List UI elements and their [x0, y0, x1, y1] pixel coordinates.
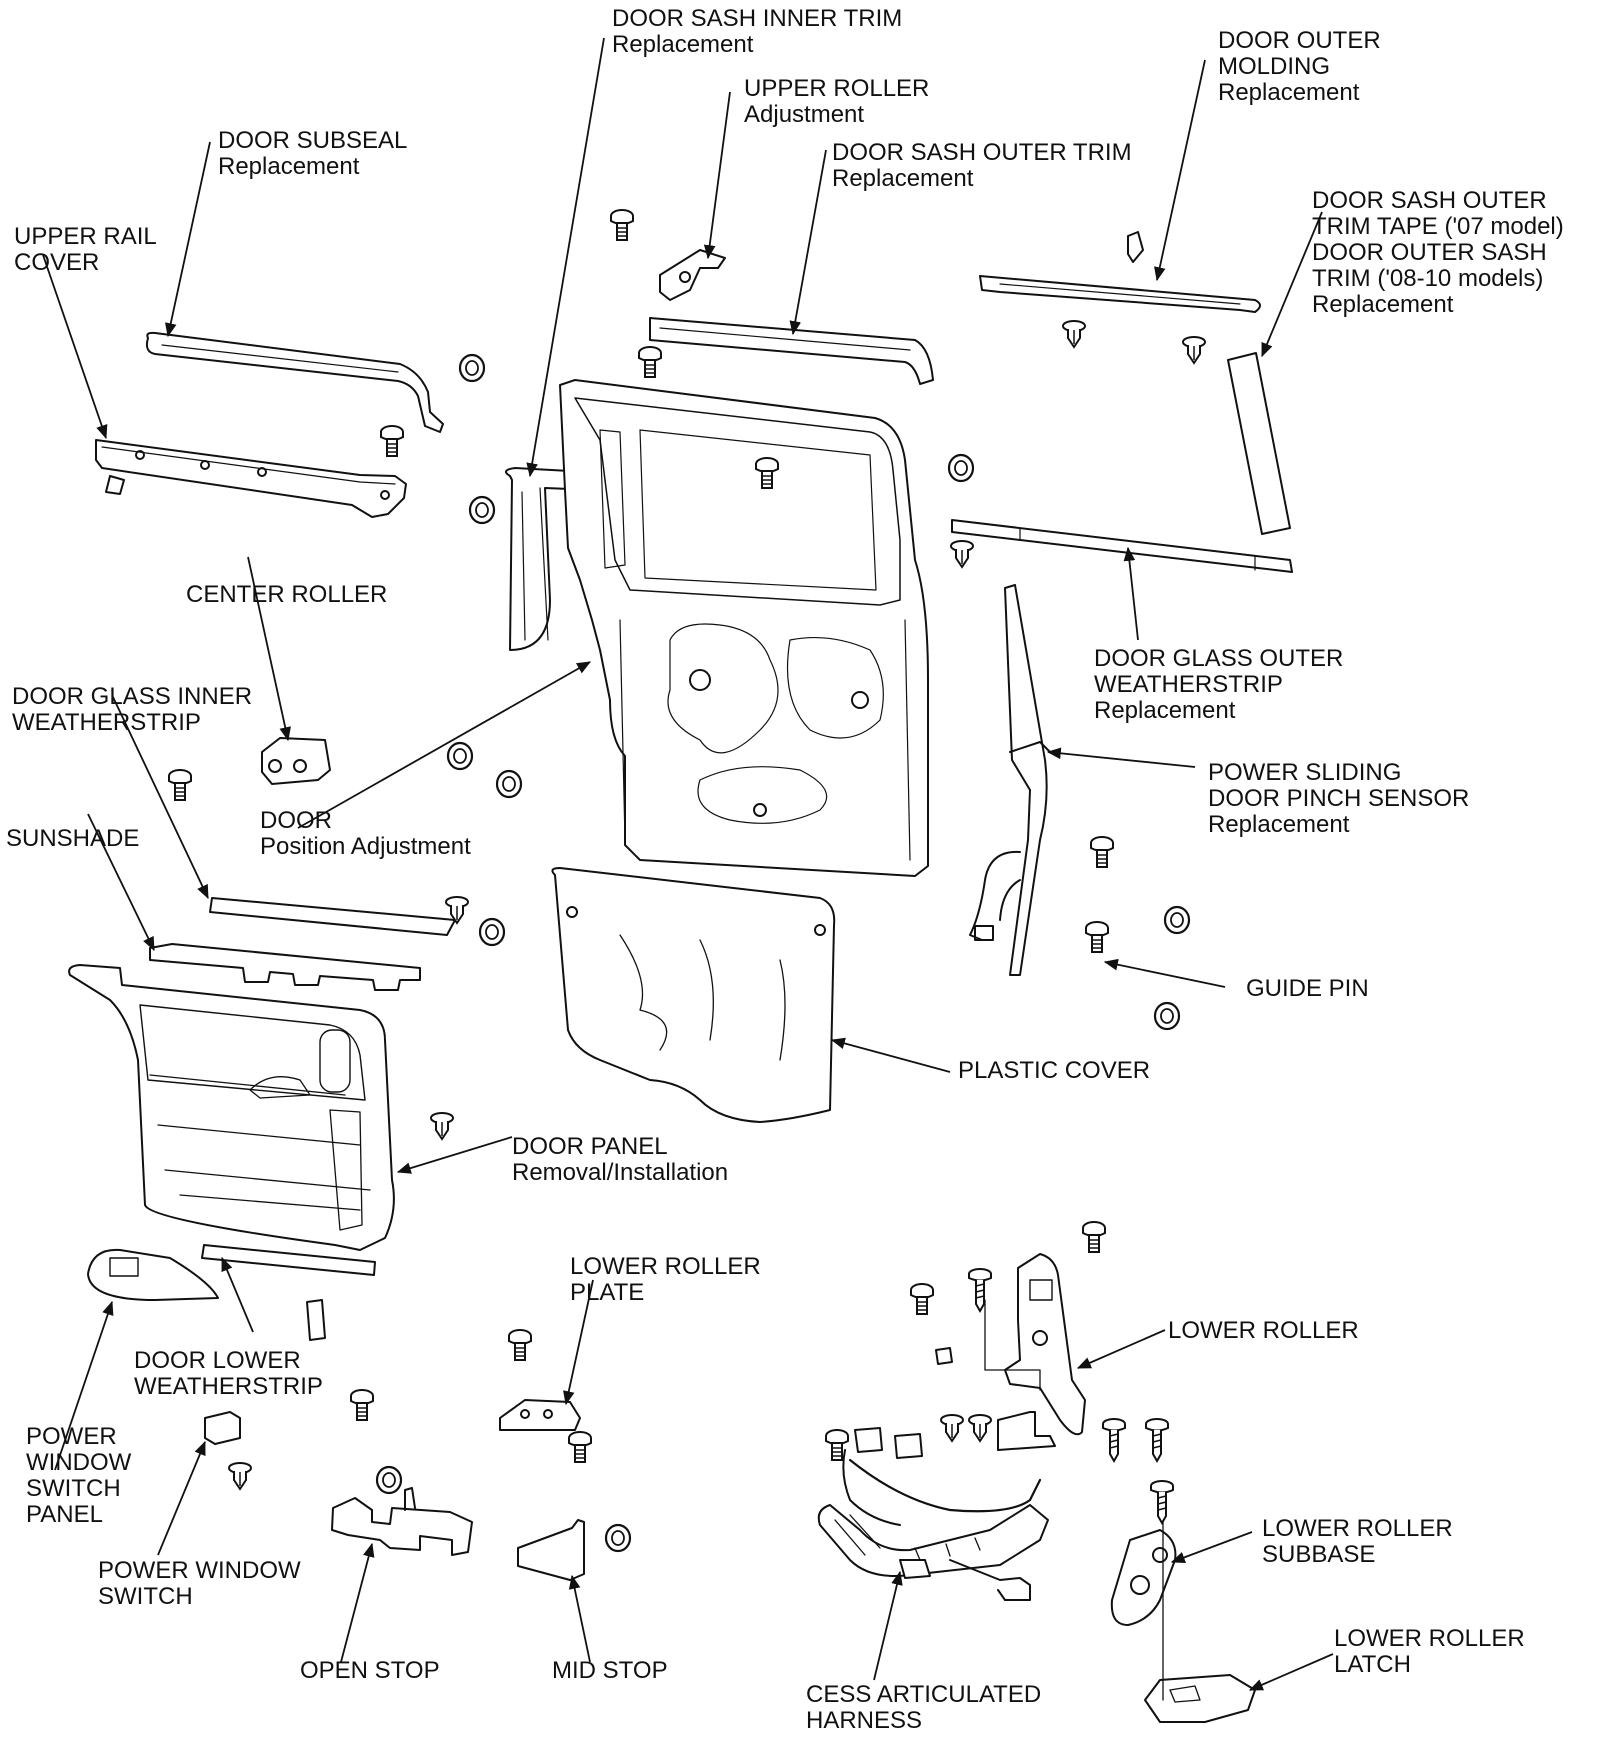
glass-outer-weatherstrip-part [951, 519, 1293, 573]
door-shell-part [559, 379, 929, 877]
door-lower-weatherstrip-part [201, 1244, 376, 1276]
label-guide-pin: GUIDE PIN [1246, 975, 1369, 1002]
glass-inner-weatherstrip-part [209, 897, 456, 936]
sash-outer-trim-tape-part [1227, 352, 1291, 535]
label-plastic-cover: PLASTIC COVER [958, 1057, 1151, 1084]
leader-lines [42, 37, 1334, 1691]
sunshade-part [149, 943, 421, 991]
pw-switch-panel-part [87, 1248, 219, 1301]
mid-stop-part [517, 1519, 585, 1581]
door-sash-outer-trim-part [649, 317, 934, 385]
label-mid-stop: MID STOP [552, 1657, 668, 1684]
plastic-cover-part [551, 867, 836, 1123]
open-stop-part [331, 1497, 473, 1556]
label-sunshade: SUNSHADE [6, 825, 140, 852]
upper-rail-cover-part [95, 439, 407, 518]
pw-switch-part [204, 1411, 241, 1445]
label-lower-roller: LOWER ROLLER [1168, 1317, 1359, 1344]
lower-roller-plate-part [499, 1399, 581, 1431]
pinch-sensor-part [1004, 584, 1048, 976]
upper-roller-part [659, 249, 726, 301]
door-panel-part [68, 964, 395, 1251]
door-subseal-part [145, 331, 444, 433]
label-open-stop: OPEN STOP [300, 1657, 440, 1684]
label-center-roller: CENTER ROLLER [186, 581, 388, 608]
cess-harness-part [848, 1458, 1042, 1513]
